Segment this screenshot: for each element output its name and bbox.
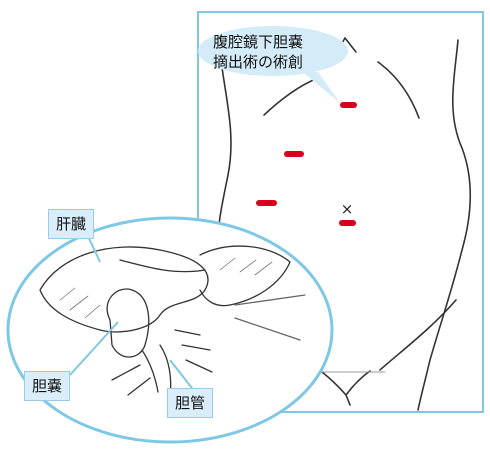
bile-duct-label: 胆管 xyxy=(167,388,213,418)
callout-text: 腹腔鏡下胆嚢 摘出術の術創 xyxy=(213,32,303,72)
umbilicus-x-mark: × xyxy=(341,200,354,218)
callout-line-1: 腹腔鏡下胆嚢 xyxy=(213,32,303,52)
gallbladder-label: 胆嚢 xyxy=(24,371,70,401)
callout-line-2: 摘出術の術創 xyxy=(213,52,303,72)
liver-label: 肝臓 xyxy=(48,209,94,239)
